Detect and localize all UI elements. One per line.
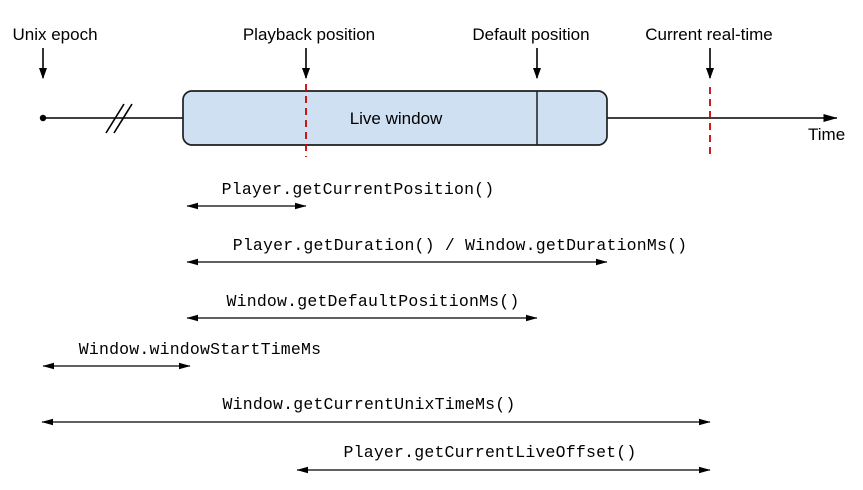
axis-break-icon [105,103,133,134]
marker-label-unix-epoch: Unix epoch [12,25,98,44]
marker-callout-arrows [38,48,715,80]
measure-label-get-duration: Player.getDuration() / Window.getDuratio… [232,236,688,255]
time-axis [39,103,838,134]
marker-label-current-real-time: Current real-time [645,25,773,44]
measure-label-get-current-position: Player.getCurrentPosition() [221,180,495,199]
live-window-box [182,90,608,146]
dashed-position-markers [305,84,711,157]
time-axis-label: Time [808,125,846,144]
marker-label-playback-position: Playback position [242,25,376,44]
marker-label-default-position: Default position [472,25,590,44]
measure-label-get-default-position-ms: Window.getDefaultPositionMs() [226,292,520,311]
measure-label-get-current-live-offset: Player.getCurrentLiveOffset() [343,443,637,462]
live-window-label: Live window [349,109,443,128]
measure-label-get-current-unix-time-ms: Window.getCurrentUnixTimeMs() [222,395,516,414]
measure-label-window-start-time-ms: Window.windowStartTimeMs [78,340,322,359]
measurement-arrows [41,202,711,474]
